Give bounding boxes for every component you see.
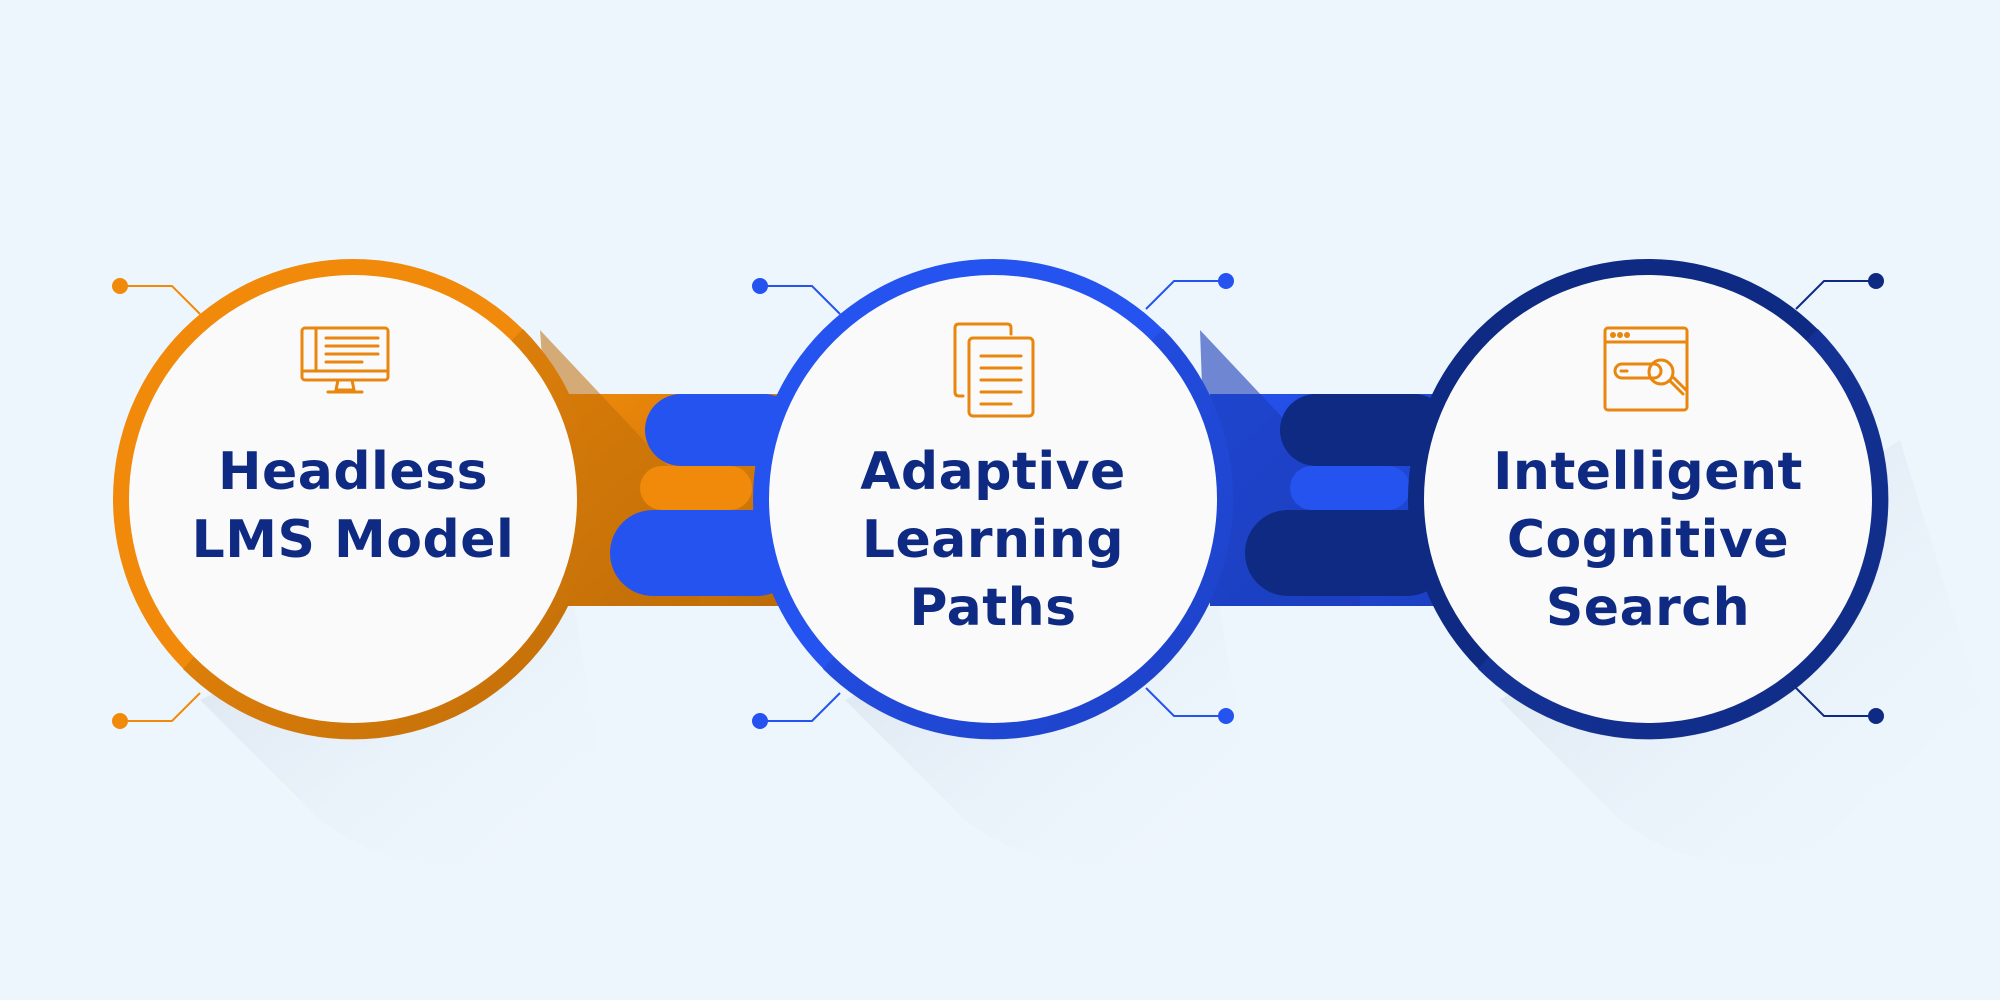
lead-2-bottom-left-dot <box>752 713 768 729</box>
monitor-icon <box>300 326 390 394</box>
step-label-2: Adaptive Learning Paths <box>813 438 1173 642</box>
lead-2-bottom-right-dot <box>1218 708 1234 724</box>
lead-3-bottom-right-dot <box>1868 708 1884 724</box>
step-face-3 <box>1424 275 1872 723</box>
leads-circle-1 <box>112 278 201 729</box>
step-label-2-line-1: Adaptive <box>860 442 1126 502</box>
search-window-icon <box>1603 326 1689 412</box>
step-ring-1-shade <box>183 329 594 740</box>
lead-1-bottom-left-dot <box>112 713 128 729</box>
lead-2-top-right <box>1145 280 1226 310</box>
step-face-2 <box>769 275 1217 723</box>
lead-3-top-right-dot <box>1868 273 1884 289</box>
leads-circle-3 <box>1795 273 1884 724</box>
circuit-leads <box>112 273 1884 729</box>
lead-1-bottom-left <box>120 692 201 722</box>
step-label-3-line-1: Intelligent <box>1493 442 1803 502</box>
step-label-1: Headless LMS Model <box>173 438 533 574</box>
step-label-3: Intelligent Cognitive Search <box>1468 438 1828 642</box>
lead-3-top-right <box>1795 280 1876 310</box>
lead-2-top-left <box>760 285 841 315</box>
lead-1-top-left <box>120 285 201 315</box>
step-ring-3-shade <box>1478 329 1889 740</box>
step-label-2-line-2: Learning <box>861 510 1125 570</box>
connector-1-mid-pill <box>640 466 752 510</box>
step-label-1-line-2: LMS Model <box>191 510 515 570</box>
connector-1 <box>540 330 800 606</box>
documents-icon <box>953 322 1035 418</box>
step-circle-2 <box>753 259 1234 740</box>
lead-3-bottom-right <box>1795 687 1876 717</box>
step-label-2-line-3: Paths <box>909 578 1077 638</box>
step-label-1-line-1: Headless <box>217 442 489 502</box>
step-label-3-line-3: Search <box>1545 578 1751 638</box>
step-label-3-line-2: Cognitive <box>1506 510 1790 570</box>
step-ring-2-shade <box>823 329 1234 740</box>
lead-2-top-right-dot <box>1218 273 1234 289</box>
lead-1-top-left-dot <box>112 278 128 294</box>
connector-2-top-bar <box>1280 394 1450 466</box>
connector-2-mid-pill <box>1290 466 1410 510</box>
connector-2-bottom-bar <box>1245 510 1450 596</box>
step-face-1 <box>129 275 577 723</box>
step-circle-3 <box>1408 259 1889 740</box>
lead-2-bottom-left <box>760 692 841 722</box>
lead-2-bottom-right <box>1145 687 1226 717</box>
leads-circle-2 <box>752 273 1234 729</box>
lead-2-top-left-dot <box>752 278 768 294</box>
connector-1-bottom-bar <box>610 510 800 596</box>
step-circle-1 <box>113 259 594 740</box>
connector-2 <box>1200 330 1450 606</box>
